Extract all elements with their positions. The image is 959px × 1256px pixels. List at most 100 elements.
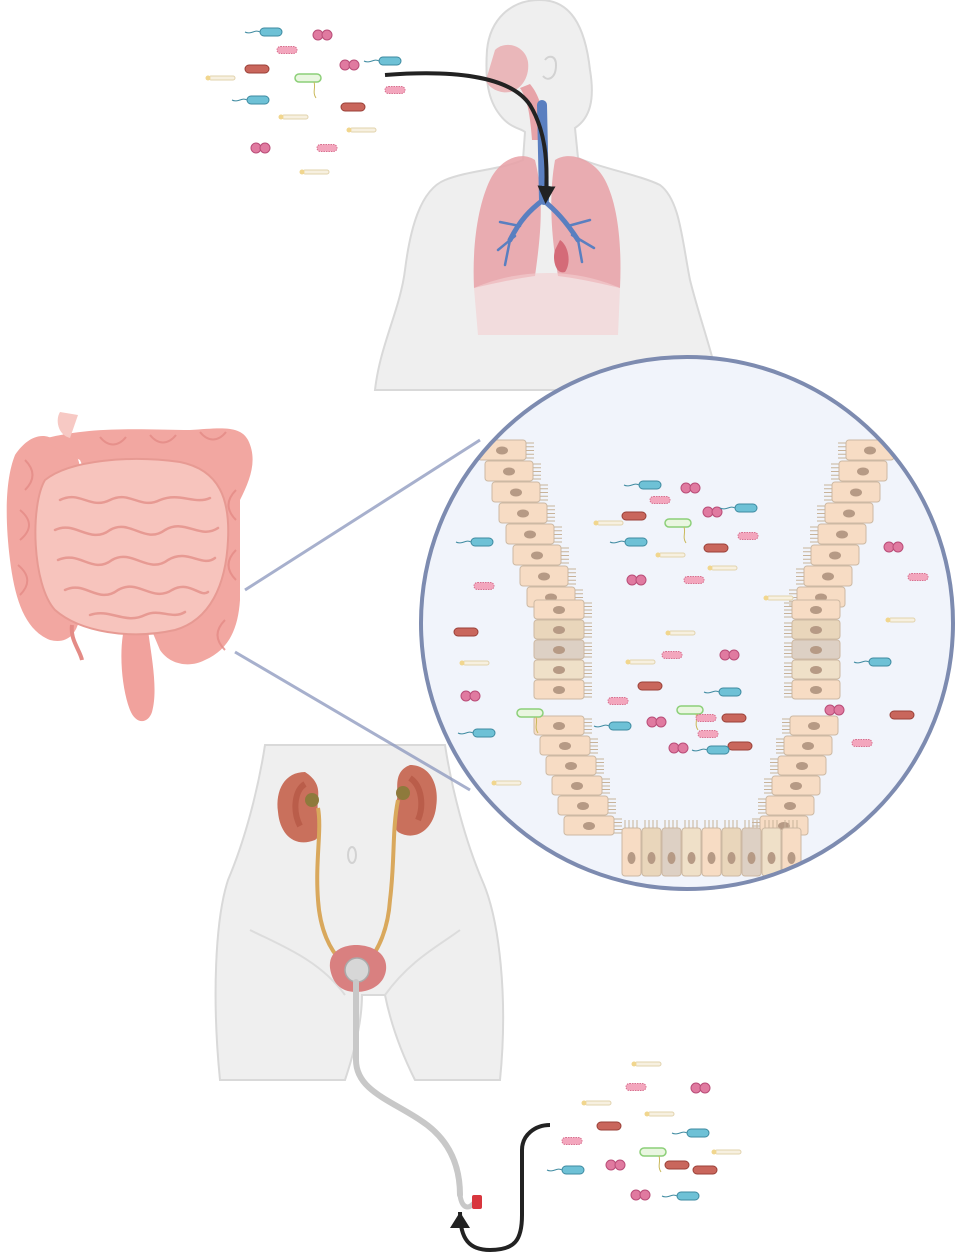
epithelial-cell	[810, 523, 867, 545]
bacterium-icon	[697, 730, 719, 738]
epithelial-cell	[563, 815, 622, 836]
epithelial-cell	[838, 439, 895, 461]
epithelial-cell	[681, 820, 702, 877]
bacterium-icon	[631, 1061, 662, 1067]
epithelial-cell	[796, 565, 853, 587]
epithelial-cell	[539, 735, 598, 756]
epithelial-cell	[784, 639, 841, 660]
bacterium-icon	[460, 690, 481, 702]
ureters	[315, 799, 400, 964]
bacterium-icon	[885, 617, 916, 623]
bacterium-icon	[491, 780, 522, 786]
magnifier-icon	[419, 355, 955, 891]
epithelial-cell	[784, 679, 841, 700]
bacterium-icon	[637, 681, 663, 691]
epithelial-cell	[784, 619, 841, 640]
magnifier-connector	[234, 438, 481, 792]
bacterium-icon	[630, 1189, 651, 1201]
bacterium-icon	[664, 1160, 690, 1170]
bacterium-icon	[644, 1111, 675, 1117]
epithelial-cell	[661, 820, 682, 877]
lumen-bacteria	[453, 480, 929, 786]
bacterium-icon	[695, 714, 717, 722]
bacterium-icon	[516, 708, 544, 734]
bacterium-icon	[299, 169, 330, 175]
epithelial-cell	[512, 544, 569, 566]
epithelial-cell	[817, 502, 874, 524]
bacterium-icon	[250, 142, 271, 154]
bacterium-icon	[737, 532, 759, 540]
bacterium-icon	[625, 659, 656, 665]
bacterium-icon	[692, 1165, 718, 1175]
epithelial-cell	[551, 775, 610, 796]
bacterium-icon	[646, 716, 667, 728]
bacterium-icon	[691, 745, 730, 755]
epithelial-cell	[621, 820, 642, 877]
bacterium-icon	[680, 482, 701, 494]
bacterium-icon	[676, 705, 704, 731]
bacterium-icon	[683, 576, 705, 584]
bacterium-icon	[346, 127, 377, 133]
bacterium-icon	[703, 543, 729, 553]
bacterium-icon	[824, 704, 845, 716]
bacterium-icon	[244, 64, 270, 74]
bacterium-icon	[907, 573, 929, 581]
bacterium-icon	[702, 506, 723, 518]
bacterium-icon	[340, 102, 366, 112]
bacterium-icon	[593, 721, 632, 731]
bacterium-icon	[623, 480, 662, 490]
epithelial-cell	[782, 715, 839, 736]
bacterium-icon	[384, 86, 406, 94]
epithelial-cell	[533, 659, 592, 680]
lower-torso-icon	[214, 744, 505, 1081]
bacterium-icon	[711, 1149, 742, 1155]
bacterium-icon	[665, 630, 696, 636]
epithelial-cell	[803, 544, 860, 566]
bacterium-icon	[853, 657, 892, 667]
bacterium-icon	[316, 144, 338, 152]
bacterium-icon	[719, 503, 758, 513]
bacterium-icon	[625, 1083, 647, 1091]
bacterium-icon	[363, 56, 402, 66]
epithelial-cell	[533, 715, 592, 736]
bacterium-icon	[605, 1159, 626, 1171]
bacterium-icon	[244, 27, 283, 37]
epithelial-cell	[764, 775, 821, 796]
epithelial-cell	[545, 755, 604, 776]
epithelial-cell	[557, 795, 616, 816]
bacterium-icon	[664, 518, 692, 544]
bacterium-icon	[639, 1147, 667, 1173]
bacterium-icon	[609, 537, 648, 547]
bacterium-icon	[621, 511, 647, 521]
epithelial-cell	[784, 659, 841, 680]
bacterium-icon	[457, 728, 496, 738]
epithelial-cell	[701, 820, 722, 877]
bacterium-icon	[459, 660, 490, 666]
bacterium-icon	[851, 739, 873, 747]
epithelial-cell	[784, 599, 841, 620]
epithelial-cell	[505, 523, 562, 545]
bacterium-icon	[690, 1082, 711, 1094]
bacterium-icon	[883, 541, 904, 553]
bacterium-icon	[661, 1191, 700, 1201]
bacterium-icon	[703, 687, 742, 697]
inhalation-arrow	[384, 71, 556, 204]
small-intestine-icon	[34, 458, 230, 636]
bacterium-icon	[607, 697, 629, 705]
bacterium-icon	[312, 29, 333, 41]
lungs-icon	[473, 156, 621, 335]
bacterium-icon	[339, 59, 360, 71]
epithelial-cell	[721, 820, 742, 877]
bladder-icon	[329, 945, 387, 992]
bacterium-icon	[453, 627, 479, 637]
bacterium-icon	[231, 95, 270, 105]
bacterium-icon	[668, 742, 689, 754]
bacterium-icon	[671, 1128, 710, 1138]
bacterium-icon	[546, 1165, 585, 1175]
bacterium-icon	[294, 73, 322, 99]
bacterium-icon	[707, 565, 738, 571]
bacterium-icon	[721, 713, 747, 723]
bacterium-icon	[278, 114, 309, 120]
epithelial-cell	[770, 755, 827, 776]
